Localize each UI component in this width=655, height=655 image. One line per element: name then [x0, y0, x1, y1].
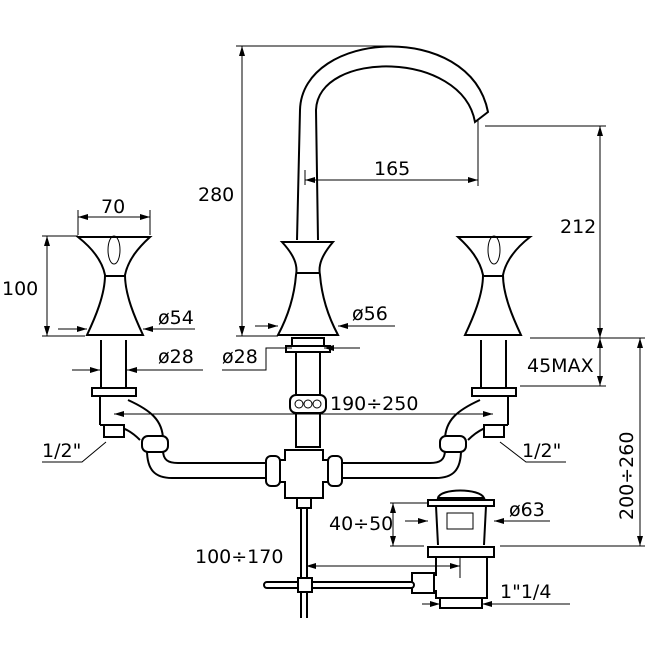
dim-max-deck-thickness: 45MAX — [527, 355, 594, 377]
dimension-lines — [42, 45, 645, 607]
dim-stem-diameter-left: ø28 — [158, 346, 194, 368]
dim-drain-depth: 200÷260 — [616, 432, 638, 520]
dim-handle-base-diameter: ø54 — [158, 307, 194, 329]
supply-pipes — [141, 435, 467, 618]
dim-stem-diameter-center: ø28 — [222, 346, 258, 368]
dim-handle-width: 70 — [101, 196, 125, 218]
right-handle — [444, 235, 533, 441]
dim-rod-range: 100÷170 — [195, 546, 283, 568]
dim-inlet-left: 1/2" — [42, 440, 81, 462]
spout — [296, 45, 490, 241]
center-body — [276, 241, 340, 448]
dim-handle-spacing: 190÷250 — [330, 393, 418, 415]
dim-total-height: 280 — [198, 184, 234, 206]
dim-drain-range: 40÷50 — [329, 513, 393, 535]
dim-drain-diameter: ø63 — [509, 499, 545, 521]
dim-spout-height: 212 — [560, 216, 596, 238]
left-handle — [75, 235, 164, 441]
dim-drain-thread: 1"1/4 — [500, 581, 551, 603]
dim-inlet-right: 1/2" — [522, 440, 561, 462]
dim-handle-height: 100 — [2, 278, 38, 300]
dim-body-base-diameter: ø56 — [352, 303, 388, 325]
drain-assembly — [263, 489, 495, 609]
dim-spout-reach: 165 — [374, 158, 410, 180]
